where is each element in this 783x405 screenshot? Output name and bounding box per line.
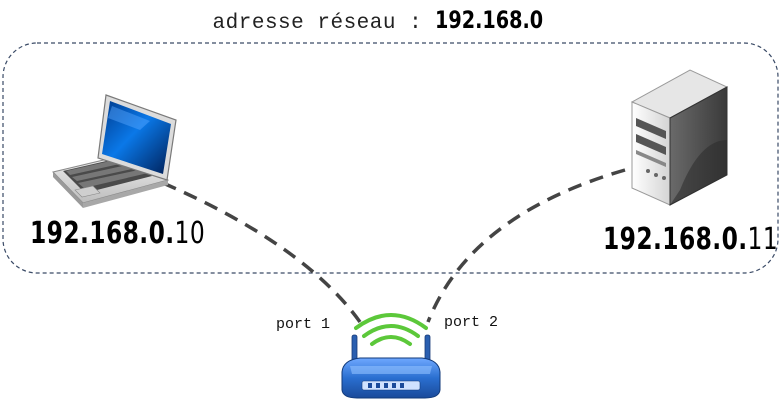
server-ip-address: 192.168.0.11 (603, 222, 778, 257)
laptop-icon (52, 94, 177, 208)
server-icon (630, 69, 729, 206)
laptop-ip-address: 192.168.0.10 (30, 216, 205, 251)
laptop-ip-host-part: 10 (174, 216, 206, 251)
wifi-waves-icon (354, 313, 428, 346)
cable-server-router (426, 168, 626, 323)
wifi-router-icon (341, 313, 441, 399)
network-address-title: adresse réseau : 192.168.0 (0, 6, 783, 35)
network-address-value: 192.168.0 (435, 6, 544, 34)
network-zone (2, 42, 779, 274)
network-address-label: adresse réseau : (212, 12, 436, 35)
cable-laptop-router (162, 181, 362, 324)
server-ip-network-part: 192.168.0. (603, 222, 748, 257)
laptop-ip-network-part: 192.168.0. (30, 216, 175, 251)
port-1-label: port 1 (276, 316, 331, 333)
server-ip-host-part: 11 (747, 222, 779, 257)
port-2-label: port 2 (444, 314, 499, 331)
